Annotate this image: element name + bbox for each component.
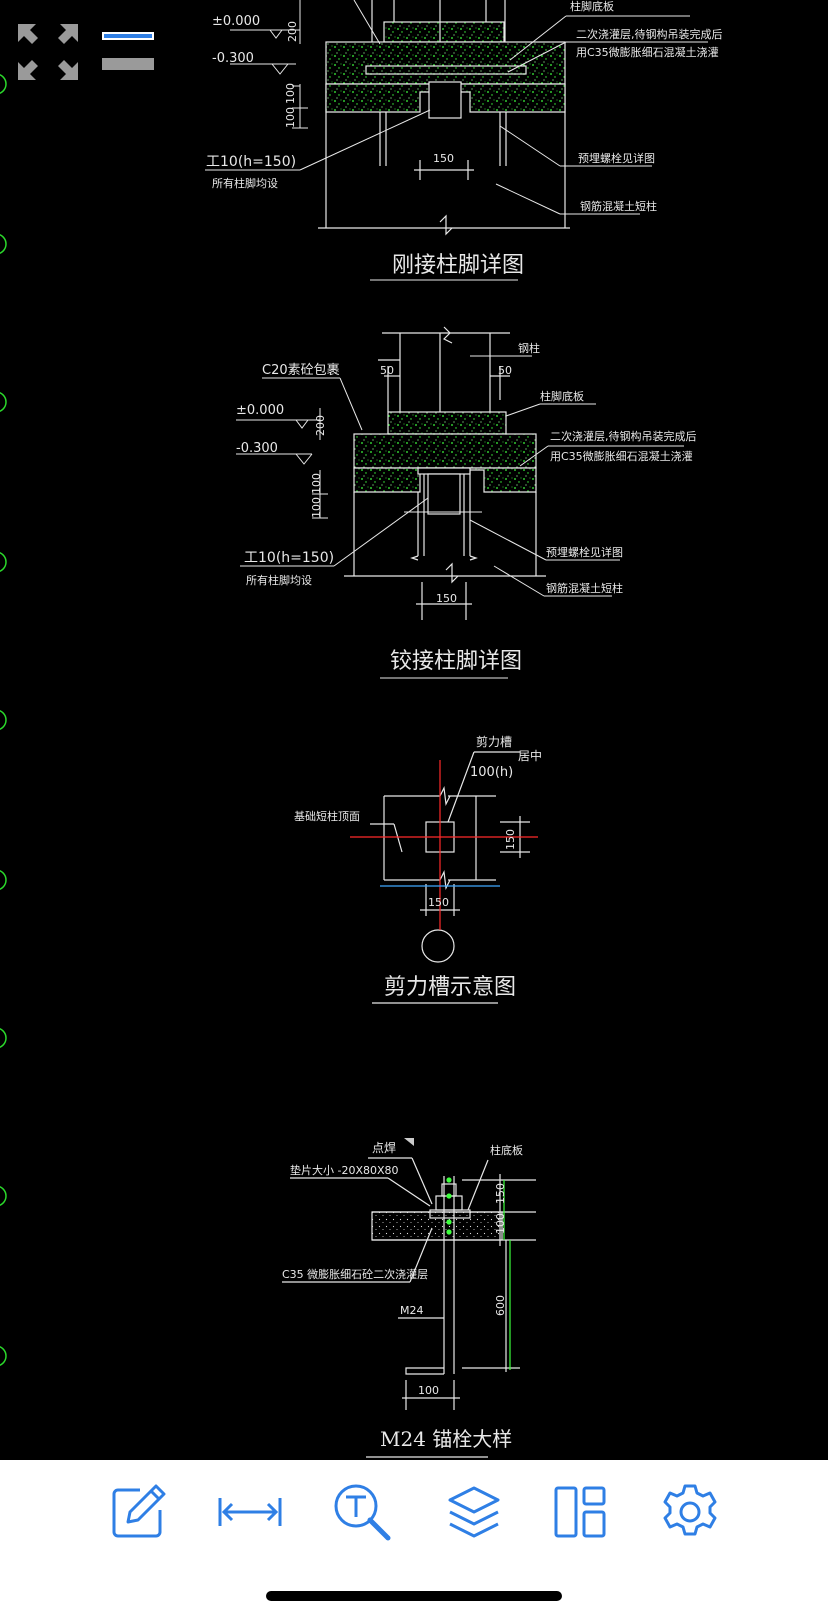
rigid-level-0: ±0.000 xyxy=(212,14,260,29)
text-search-button[interactable] xyxy=(324,1474,400,1550)
anchor-dim-bottom: 100 xyxy=(418,1384,439,1397)
shear-label-face: 基础短柱顶面 xyxy=(294,809,360,823)
rigid-base-detail: ±0.000 -0.300 200 100 100 150 工10(h=150)… xyxy=(205,0,723,281)
pinned-level-1: -0.300 xyxy=(236,441,278,456)
rigid-dim-200: 200 xyxy=(286,21,299,42)
edit-button[interactable] xyxy=(100,1474,176,1550)
gear-icon xyxy=(663,1484,717,1536)
rigid-dim-100a: 100 xyxy=(284,83,297,104)
layer-lines-button[interactable] xyxy=(98,26,158,74)
shear-title: 剪力槽示意图 xyxy=(384,975,516,1000)
pinned-encase: C20素砼包裹 xyxy=(262,363,340,378)
pinned-level-0: ±0.000 xyxy=(236,403,284,418)
settings-button[interactable] xyxy=(652,1474,728,1550)
rigid-i-beam-note: 所有柱脚均设 xyxy=(212,176,278,190)
pinned-column: 钢柱 xyxy=(518,341,540,355)
fullscreen-button[interactable] xyxy=(14,20,82,84)
pinned-dim-50b: 50 xyxy=(498,364,512,377)
measure-distance-icon xyxy=(218,1498,282,1526)
anchor-bolt-label: M24 xyxy=(400,1304,424,1317)
rigid-note-baseplate: 柱脚底板 xyxy=(570,0,614,13)
pinned-i-beam: 工10(h=150) xyxy=(244,550,334,566)
layers-button[interactable] xyxy=(436,1474,512,1550)
shear-label-center: 居中 xyxy=(518,748,542,763)
pinned-dim-100a: 100 xyxy=(310,473,323,494)
rigid-dim-150: 150 xyxy=(433,152,454,165)
text-search-icon xyxy=(334,1484,391,1541)
rigid-note-pier: 钢筋混凝土短柱 xyxy=(580,199,657,213)
pinned-dim-100b: 100 xyxy=(310,497,323,518)
pinned-note-anchor: 预埋螺栓见详图 xyxy=(546,545,623,559)
rigid-note-anchor: 预埋螺栓见详图 xyxy=(578,151,655,165)
rigid-note-grout-1: 二次浇灌层,待钢构吊装完成后 xyxy=(576,27,723,41)
shear-label-size: 100(h) xyxy=(470,765,513,780)
anchor-weld: 点焊 xyxy=(372,1140,396,1155)
rigid-dim-100b: 100 xyxy=(284,107,297,128)
pinned-note-baseplate: 柱脚底板 xyxy=(540,389,584,403)
expand-arrows-icon xyxy=(18,24,78,80)
shear-slot-diagram: 剪力槽 100(h) 居中 基础短柱顶面 150 150 剪力槽示意图 xyxy=(294,734,542,1004)
anchor-baseplate: 柱底板 xyxy=(490,1143,523,1157)
pinned-i-beam-note: 所有柱脚均设 xyxy=(246,573,312,587)
shear-dim-150b: 150 xyxy=(428,896,449,909)
edit-pencil-icon xyxy=(112,1484,166,1538)
pinned-dim-200: 200 xyxy=(314,415,327,436)
shear-label-slot: 剪力槽 xyxy=(476,734,512,749)
anchor-dim-600: 600 xyxy=(494,1295,507,1316)
home-indicator[interactable] xyxy=(266,1591,562,1601)
layers-icon xyxy=(448,1486,500,1538)
measure-button[interactable] xyxy=(212,1474,288,1550)
pinned-note-pier: 钢筋混凝土短柱 xyxy=(546,581,623,595)
pinned-dim-150: 150 xyxy=(436,592,457,605)
anchor-washer: 垫片大小 -20X80X80 xyxy=(290,1163,399,1177)
left-edge-markers xyxy=(0,74,7,1366)
cad-drawing-canvas[interactable]: ±0.000 -0.300 200 100 100 150 工10(h=150)… xyxy=(0,0,828,1460)
pinned-title: 铰接柱脚详图 xyxy=(390,649,522,674)
rigid-i-beam: 工10(h=150) xyxy=(206,154,296,170)
pinned-note-grout-2: 用C35微膨胀细石混凝土浇灌 xyxy=(550,449,693,463)
anchor-dim-100: 100 xyxy=(494,1213,507,1234)
layout-button[interactable] xyxy=(542,1474,618,1550)
layout-icon xyxy=(554,1486,606,1538)
bottom-toolbar xyxy=(0,1460,828,1616)
pinned-note-grout-1: 二次浇灌层,待钢构吊装完成后 xyxy=(550,429,697,443)
anchor-bolt-detail: 点焊 柱底板 垫片大小 -20X80X80 C35 微膨胀细石砼二次浇灌层 M2… xyxy=(282,1138,536,1458)
rigid-note-grout-2: 用C35微膨胀细石混凝土浇灌 xyxy=(576,45,719,59)
layer-lines-icon xyxy=(102,32,154,70)
pinned-base-detail: C20素砼包裹 50 50 钢柱 ±0.000 -0.300 200 100 1… xyxy=(236,326,697,679)
shear-dim-150a: 150 xyxy=(504,829,517,850)
anchor-title: M24 锚栓大样 xyxy=(380,1427,512,1451)
rigid-title: 刚接柱脚详图 xyxy=(392,253,524,278)
anchor-dim-150: 150 xyxy=(494,1183,507,1204)
anchor-grout: C35 微膨胀细石砼二次浇灌层 xyxy=(282,1267,428,1281)
rigid-level-1: -0.300 xyxy=(212,51,254,66)
pinned-dim-50a: 50 xyxy=(380,364,394,377)
